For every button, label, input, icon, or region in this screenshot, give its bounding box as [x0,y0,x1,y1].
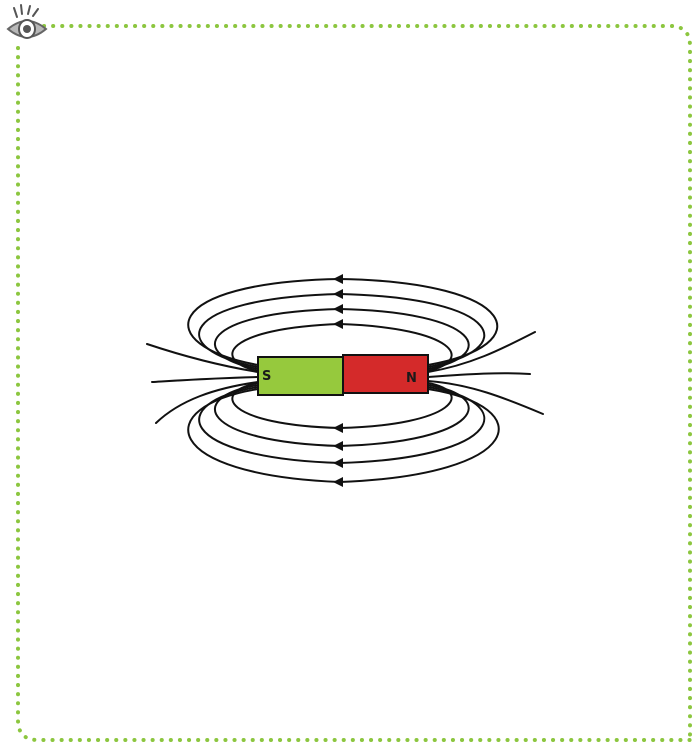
magnet-north-label: N [406,371,417,386]
eye-icon [8,5,46,38]
arrow-lower-2 [333,441,343,451]
arrow-upper-1 [333,274,343,284]
arrow-lower-4 [333,477,343,487]
field-line-open-left-1 [147,344,258,372]
field-line-lower-4 [188,389,499,482]
arrow-upper-4 [333,319,343,329]
magnet-south-label: S [262,369,271,384]
bar-magnet: S N [258,355,428,395]
arrow-lower-3 [333,458,343,468]
arrow-lower-1 [333,423,343,433]
field-line-open-right-2 [428,373,530,377]
arrow-upper-2 [333,289,343,299]
arrow-upper-3 [333,304,343,314]
field-line-open-left-2 [152,377,258,382]
